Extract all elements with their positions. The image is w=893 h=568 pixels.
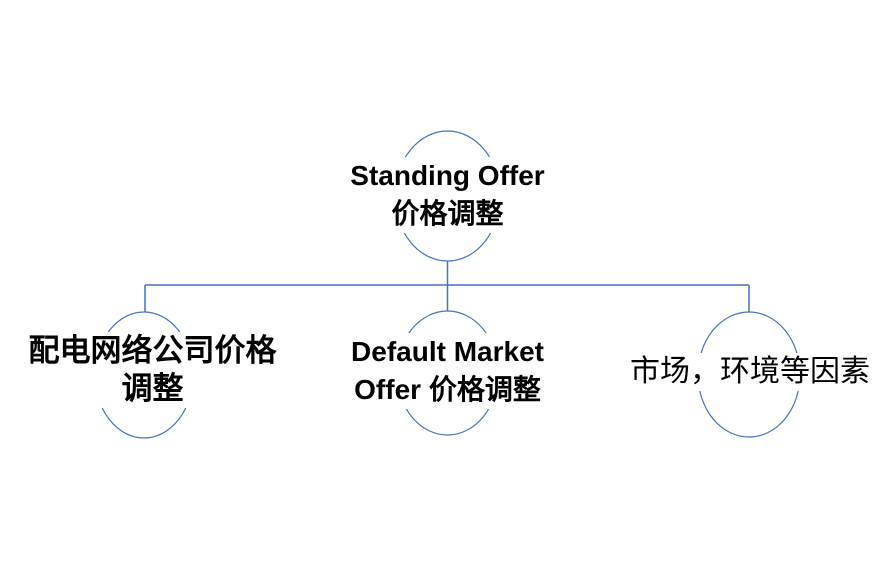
left-node-label-line2: 调整	[121, 371, 184, 406]
right-node-label-line1: 市场，环境等因素	[630, 355, 870, 388]
root-node-label-line2: 价格调整	[391, 198, 504, 229]
middle-node-label-line1: Default Market	[351, 336, 544, 367]
left-node-label: 配电网络公司价格 调整	[0, 332, 305, 408]
left-node-label-line1: 配电网络公司价格	[28, 333, 277, 368]
middle-node-label: Default Market Offer 价格调整	[287, 333, 608, 409]
connector-lines	[144, 261, 750, 312]
root-node-label-line1: Standing Offer	[350, 160, 545, 191]
root-node-label: Standing Offer 价格调整	[287, 157, 608, 233]
right-node-label: 市场，环境等因素	[600, 353, 893, 391]
middle-node-label-line2: Offer 价格调整	[354, 374, 541, 405]
